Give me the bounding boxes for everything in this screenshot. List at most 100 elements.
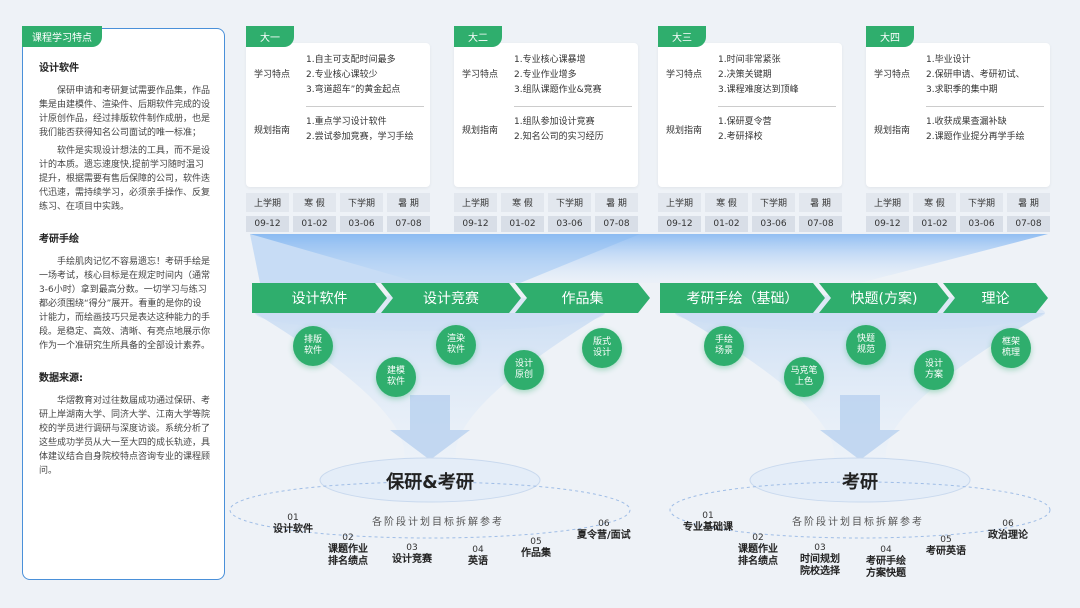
banner-step: 设计竞赛 — [381, 283, 521, 313]
ring-text-left: 各阶段计划目标拆解参考 — [372, 517, 504, 528]
banner-right: 考研手绘（基础） 快题(方案) 理论 — [660, 283, 1042, 313]
semester-label: 上学期 — [658, 193, 701, 212]
semester-date: 07-08 — [1007, 216, 1050, 232]
banner-step: 快题(方案) — [819, 283, 949, 313]
step-number: 04 — [472, 545, 484, 555]
section-text: 手绘肌肉记忆不容易遗忘！考研手绘是一场考试，核心目标是在规定时间内（通常3-6小… — [39, 257, 211, 351]
semester-label: 下学期 — [960, 193, 1003, 212]
semester-label: 寒 假 — [501, 193, 544, 212]
features-label: 学习特点 — [462, 70, 499, 80]
features-label: 学习特点 — [874, 70, 911, 80]
skill-circle: 手绘 场景 — [704, 326, 744, 366]
feature-item: 1.自主可支配时间最多 — [306, 55, 396, 65]
semester-label: 暑 期 — [799, 193, 842, 212]
feature-item: 3.弯道超车”的黄金起点 — [306, 85, 401, 95]
funnel-right-title: 考研 — [842, 472, 878, 493]
semester-date: 03-06 — [752, 216, 795, 232]
semester-label: 上学期 — [866, 193, 909, 212]
semester-date: 07-08 — [595, 216, 638, 232]
step-label: 课题作业 排名绩点 — [738, 544, 778, 567]
section-handdrawing: 考研手绘 手绘肌肉记忆不容易遗忘！考研手绘是一场考试，核心目标是在规定时间内（通… — [39, 230, 210, 353]
semester-date: 01-02 — [913, 216, 956, 232]
feature-item: 1.专业核心课暴增 — [514, 55, 586, 65]
banner-step: 作品集 — [515, 283, 650, 313]
step-label: 专业基础课 — [683, 522, 733, 533]
plan-item: 2.考研择校 — [718, 132, 763, 142]
features-row: 学习特点 1.自主可支配时间最多 2.专业核心课较少 3.弯道超车”的黄金起点 — [254, 53, 424, 98]
section-data-source: 数据来源: 华熠教育对过往数届成功通过保研、考研上岸湖南大学、同济大学、江南大学… — [39, 369, 210, 478]
feature-item: 2.专业作业增多 — [514, 70, 577, 80]
step-label: 英语 — [468, 556, 488, 567]
features-label: 学习特点 — [254, 70, 291, 80]
skill-circle: 排版 软件 — [293, 326, 333, 366]
feature-item: 1.时间非常紧张 — [718, 55, 781, 65]
semester-row: 上学期寒 假下学期暑 期 — [246, 193, 430, 212]
plan-item: 1.组队参加设计竞赛 — [514, 117, 595, 127]
step-label: 考研英语 — [926, 546, 966, 557]
section-text: 软件是实现设计想法的工具，而不是设计的本质。遗忘速度快,提前学习随时温习提升，根… — [39, 146, 211, 212]
feature-item: 2.专业核心课较少 — [306, 70, 378, 80]
step-label: 设计软件 — [273, 524, 313, 535]
section-title: 考研手绘 — [39, 234, 79, 245]
feature-item: 3.课程难度达到顶峰 — [718, 85, 799, 95]
divider — [926, 106, 1044, 107]
feature-item: 3.求职季的集中期 — [926, 85, 998, 95]
plan-item: 1.保研夏令营 — [718, 117, 772, 127]
feature-item: 2.决策关键期 — [718, 70, 772, 80]
step-number: 05 — [530, 537, 542, 547]
divider — [718, 106, 836, 107]
skill-circle: 设计 原创 — [504, 350, 544, 390]
plan-item: 2.知名公司的实习经历 — [514, 132, 604, 142]
banner-step: 理论 — [943, 283, 1048, 313]
banner-left: 设计软件 设计竞赛 作品集 — [252, 283, 644, 313]
semester-label: 寒 假 — [913, 193, 956, 212]
semester-label: 下学期 — [340, 193, 383, 212]
year-tag: 大一 — [246, 26, 294, 47]
year-tag: 大四 — [866, 26, 914, 47]
ring-text-right: 各阶段计划目标拆解参考 — [792, 517, 924, 528]
step-label: 时间规划 院校选择 — [800, 554, 840, 577]
semester-date: 09-12 — [454, 216, 497, 232]
semester-date: 09-12 — [658, 216, 701, 232]
divider — [514, 106, 632, 107]
step-number: 02 — [342, 533, 354, 543]
semester-date: 01-02 — [501, 216, 544, 232]
semester-date: 09-12 — [866, 216, 909, 232]
section-title: 设计软件 — [39, 63, 79, 74]
semester-date: 07-08 — [387, 216, 430, 232]
skill-circle: 马克笔 上色 — [784, 357, 824, 397]
step-number: 03 — [406, 543, 418, 553]
step-label: 考研手绘 方案快题 — [866, 556, 906, 579]
left-panel-tag: 课程学习特点 — [22, 26, 102, 47]
semester-label: 上学期 — [246, 193, 289, 212]
semester-row: 上学期寒 假下学期暑 期 — [658, 193, 842, 212]
plan-item: 1.收获成果查漏补缺 — [926, 117, 1007, 127]
step-number: 06 — [598, 519, 610, 529]
semester-label: 寒 假 — [705, 193, 748, 212]
semester-label: 下学期 — [548, 193, 591, 212]
banner-step: 设计软件 — [252, 283, 387, 313]
year-tag: 大三 — [658, 26, 706, 47]
plan-label: 规划指南 — [666, 126, 703, 136]
step-label: 课题作业 排名绩点 — [328, 544, 368, 567]
step-label: 政治理论 — [988, 530, 1028, 541]
section-text: 华熠教育对过往数届成功通过保研、考研上岸湖南大学、同济大学、江南大学等院校的学员… — [39, 396, 211, 476]
